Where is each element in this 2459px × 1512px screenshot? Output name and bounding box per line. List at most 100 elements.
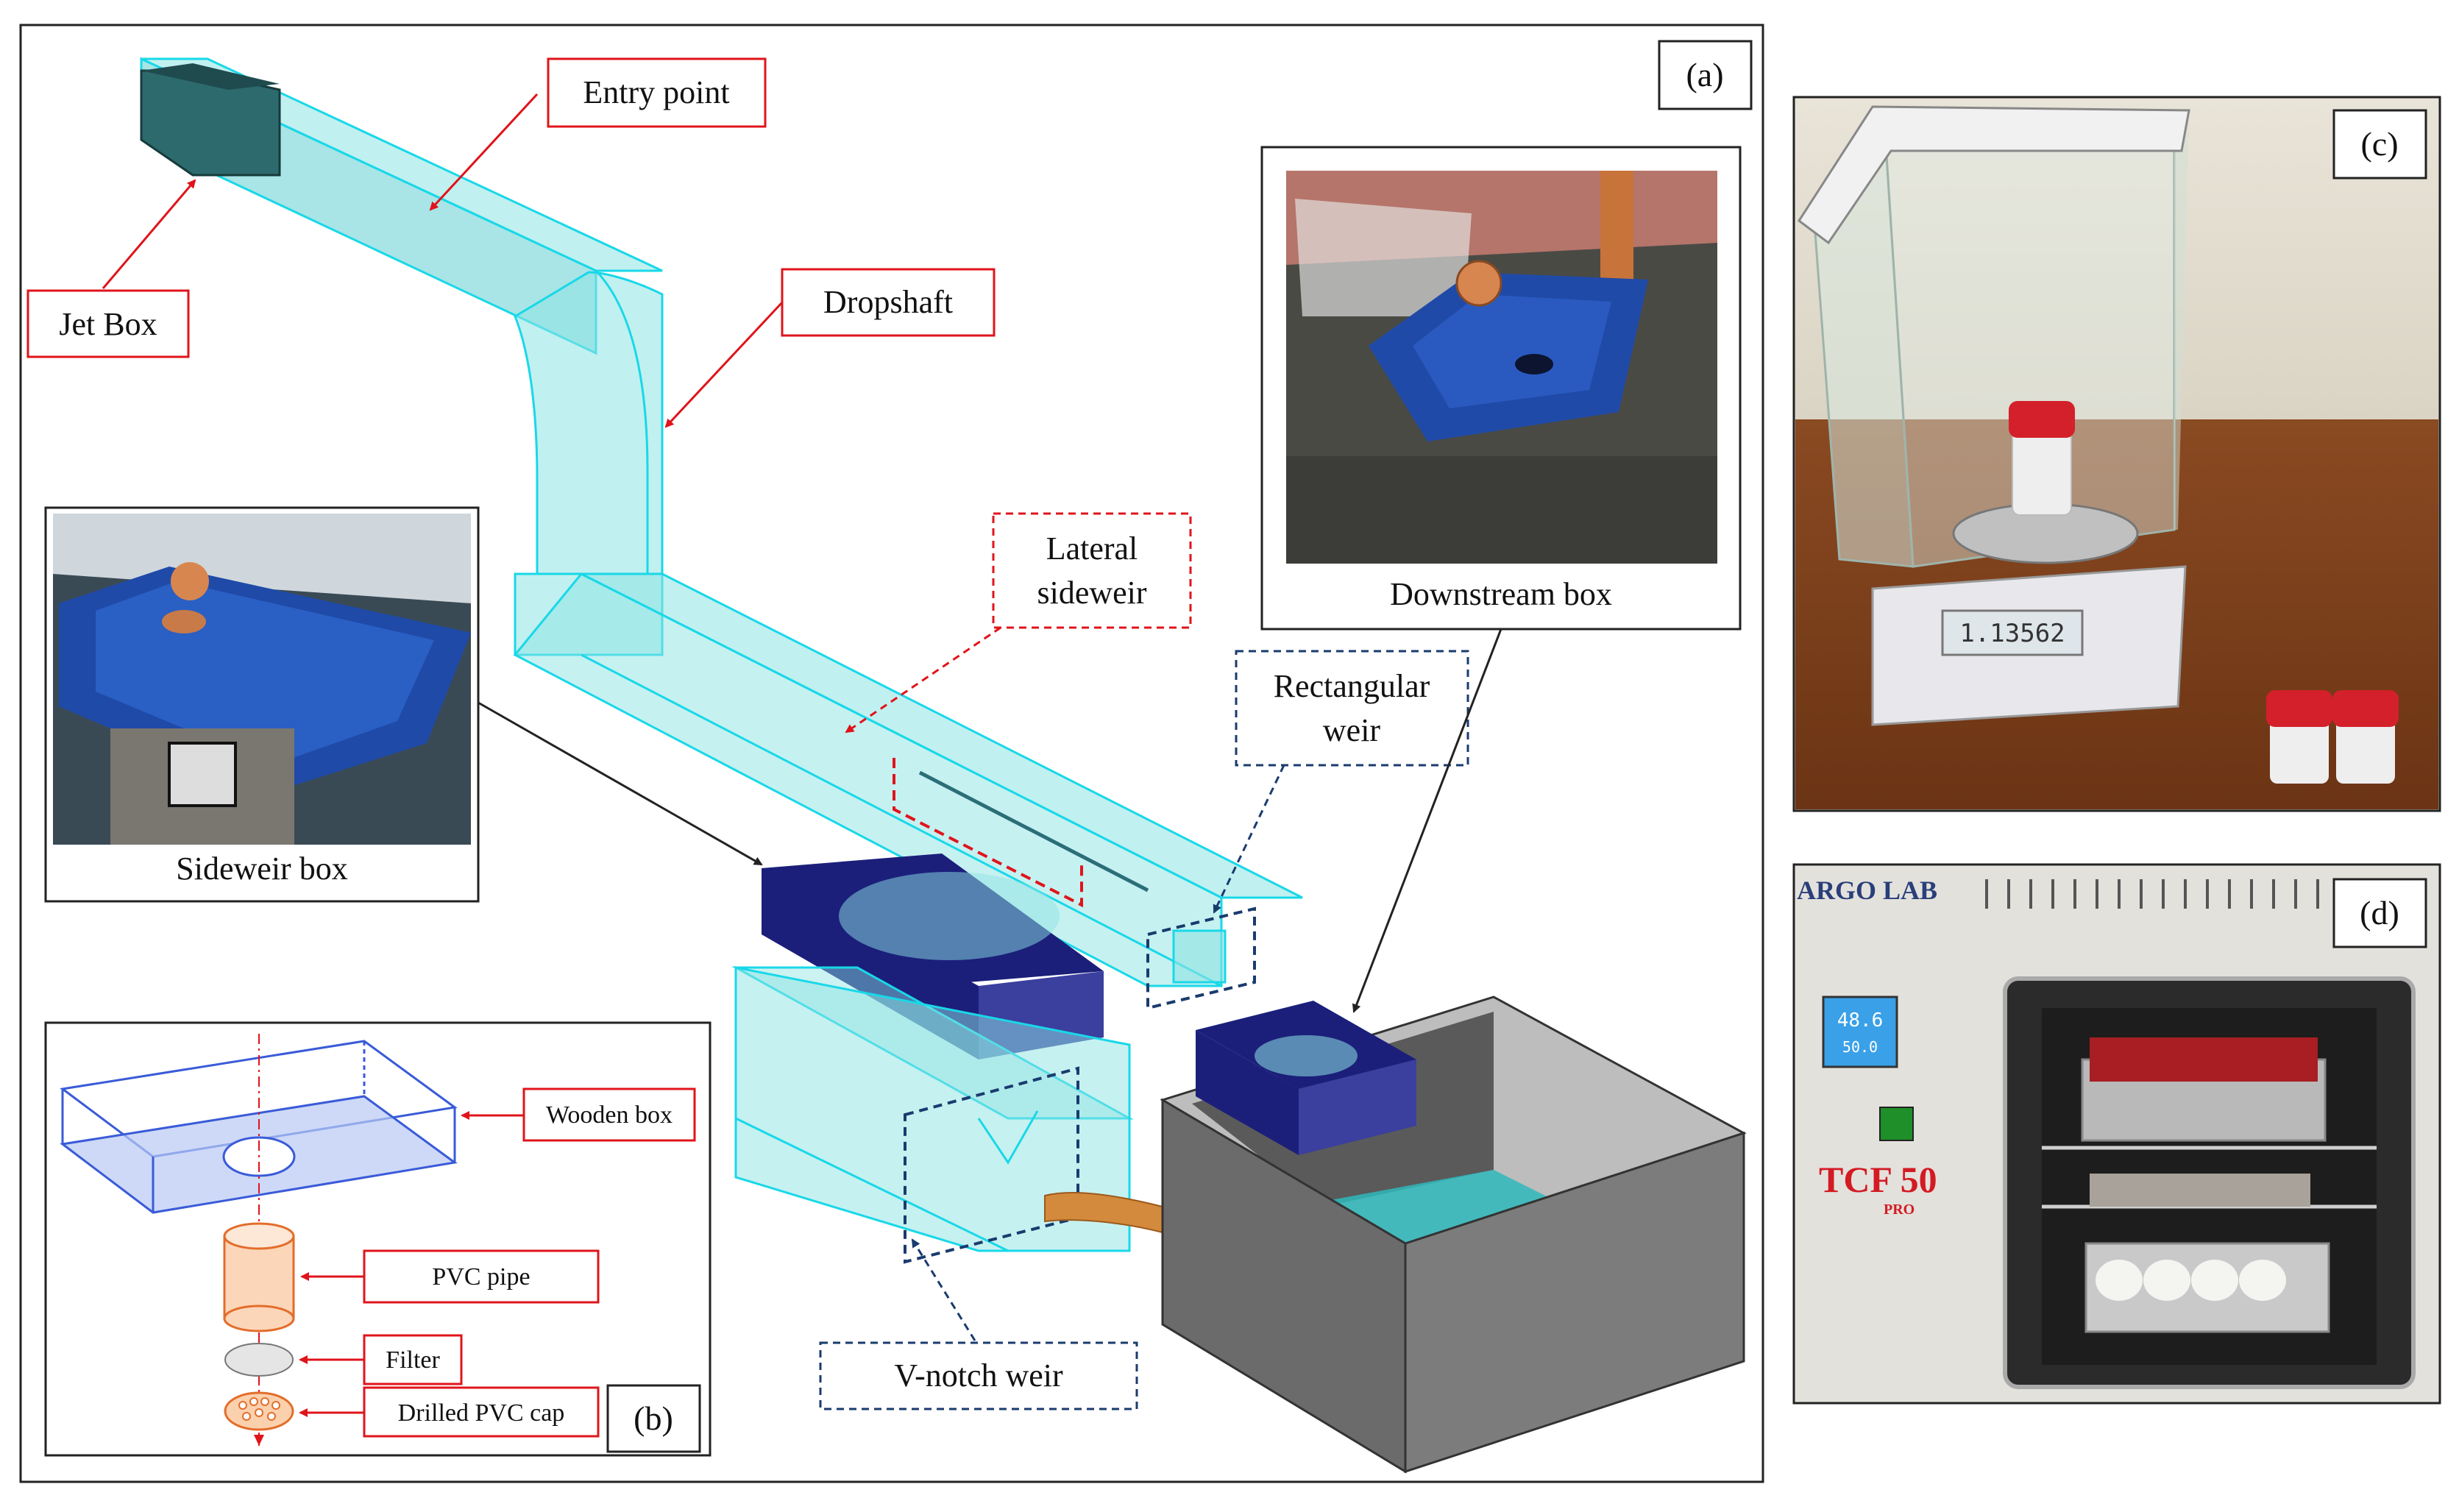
sample-cup: [2191, 1260, 2238, 1301]
panel-b-tag-box: [606, 1384, 701, 1453]
sideweir-box-flow: [839, 872, 1060, 960]
panel-d-tag: (d): [2360, 894, 2399, 931]
photo2-cap: [171, 562, 209, 600]
inset-downstream-caption: Downstream box: [1390, 576, 1612, 612]
arrow-jet-box: [102, 179, 196, 289]
photo-hole: [1515, 354, 1553, 375]
cap-hole: [272, 1401, 280, 1410]
label-rectangular-weir-line2: weir: [1323, 712, 1381, 748]
tank-front-right: [1404, 1131, 1745, 1474]
oven-tray-middle: [2090, 1174, 2310, 1207]
downstream-box-front: [1196, 1030, 1299, 1155]
desk-jar-2-lid: [2332, 690, 2399, 727]
label-lateral-sideweir: Lateral sideweir: [992, 512, 1192, 629]
rectangular-weir-plate: [1172, 929, 1227, 984]
label-jet-box-text: Jet Box: [59, 306, 157, 342]
arrow-rectangular-weir: [1213, 764, 1285, 914]
oven-brand: ARGO LAB: [1797, 876, 1937, 905]
photo2-window: [168, 742, 237, 807]
sample-jar-lid: [2009, 401, 2075, 438]
drilled-cap-holes: [238, 1397, 280, 1421]
balance-top-frame: [1797, 105, 2190, 245]
photo-blue-box-inner: [1413, 294, 1611, 408]
sample-jar-on-pan: [2012, 426, 2072, 516]
arrow-dropshaft: [664, 301, 784, 428]
label-wooden-box-text: Wooden box: [546, 1101, 673, 1129]
label-v-notch-weir-text: V-notch weir: [894, 1357, 1063, 1394]
jet-box-top: [141, 63, 280, 90]
photo-floor: [1286, 456, 1717, 564]
oven-model-sub: PRO: [1884, 1202, 1915, 1218]
label-rectangular-weir-line1: Rectangular: [1274, 668, 1430, 704]
label-drilled-cap-box: [363, 1386, 600, 1438]
oven-display-bottom: 50.0: [1842, 1038, 1878, 1056]
filter-disk: [224, 1343, 294, 1377]
oven-control-display: [1822, 995, 1898, 1068]
cap-hole: [238, 1401, 247, 1410]
balance-display: [1941, 609, 2084, 656]
photo-drilled-cap: [1455, 260, 1502, 307]
label-rectangular-weir: Rectangular weir: [1235, 650, 1469, 767]
balance-display-text: 1.13562: [1959, 619, 2065, 648]
label-dropshaft: Dropshaft: [781, 268, 996, 337]
lateral-sideweir-outline: [893, 758, 1083, 908]
label-lateral-sideweir-line2: sideweir: [1037, 575, 1146, 611]
label-entry-point-box: [547, 57, 767, 128]
dropshaft-curve: [595, 269, 649, 574]
rectangular-weir-outline: [1146, 906, 1256, 1010]
cap-hole: [267, 1412, 276, 1421]
pvc-pipe-bottom: [223, 1305, 295, 1332]
pvc-pipe-top: [223, 1222, 295, 1250]
arrow-lateral-sideweir: [845, 626, 1001, 734]
sample-cup: [2096, 1260, 2143, 1301]
collector-channel-face: [734, 966, 1131, 1252]
panel-c-tag-box: [2332, 109, 2427, 180]
panel-b-tag: (b): [634, 1399, 673, 1437]
panel-a: Entry point Jet Box Dropshaft Lateral si…: [19, 24, 1764, 1483]
arrow-sideweir-box: [478, 701, 763, 866]
cap-hole: [249, 1397, 258, 1406]
oven-model: TCF 50: [1819, 1159, 1937, 1200]
lateral-sideweir-slot: [918, 770, 1149, 892]
cap-hole: [255, 1408, 263, 1417]
oven-samples: [2096, 1260, 2286, 1301]
downstream-box-side: [1299, 1060, 1416, 1155]
label-drilled-cap-text: Drilled PVC cap: [398, 1399, 565, 1427]
panel-d: ARGO LAB 48.6 50.0 TCF 50 PRO: [1792, 863, 2441, 1405]
label-pvc-pipe-text: PVC pipe: [432, 1263, 530, 1291]
cap-hole: [260, 1397, 269, 1406]
label-filter-text: Filter: [386, 1346, 440, 1374]
oven-power-switch: [1879, 1107, 1914, 1141]
label-entry-point-text: Entry point: [583, 74, 729, 110]
photo-acrylic: [1295, 199, 1472, 316]
label-dropshaft-text: Dropshaft: [823, 284, 953, 320]
arrow-v-notch-weir: [911, 1238, 976, 1341]
label-rectangular-weir-box: [1235, 650, 1469, 767]
label-filter-box: [363, 1334, 463, 1385]
inset-sideweir-box: Sideweir box: [44, 506, 480, 903]
inset-downstream-box: Downstream box: [1260, 146, 1742, 631]
pvc-pipe-body: [223, 1235, 295, 1320]
label-pvc-pipe-box: [363, 1249, 600, 1304]
downstream-box-flow: [1255, 1035, 1358, 1076]
label-entry-point: Entry point: [547, 57, 767, 128]
oven-tray-top-jars: [2090, 1037, 2318, 1082]
panel-c-tag: (c): [2360, 125, 2398, 163]
sample-cup: [2143, 1260, 2190, 1301]
desk-jar-1-lid: [2266, 690, 2332, 727]
label-v-notch-weir-box: [819, 1341, 1138, 1410]
inset-sideweir-caption: Sideweir box: [176, 851, 347, 887]
oven-vent-slots: [1985, 879, 2319, 909]
desk-jar-2: [2336, 717, 2395, 784]
dropshaft-body: [514, 271, 664, 575]
label-lateral-sideweir-line1: Lateral: [1046, 530, 1138, 567]
flume-lower-channel-line: [581, 653, 1222, 987]
label-jet-box-box: [26, 289, 190, 358]
cap-hole: [242, 1412, 251, 1421]
panel-b: Wooden box PVC pipe Filter Drilled PVC c…: [44, 1021, 712, 1457]
sample-cup: [2239, 1260, 2286, 1301]
arrow-downstream-box: [1352, 628, 1502, 1013]
panel-a-tag-box: [1658, 40, 1753, 110]
panel-a-tag: (a): [1686, 56, 1723, 93]
